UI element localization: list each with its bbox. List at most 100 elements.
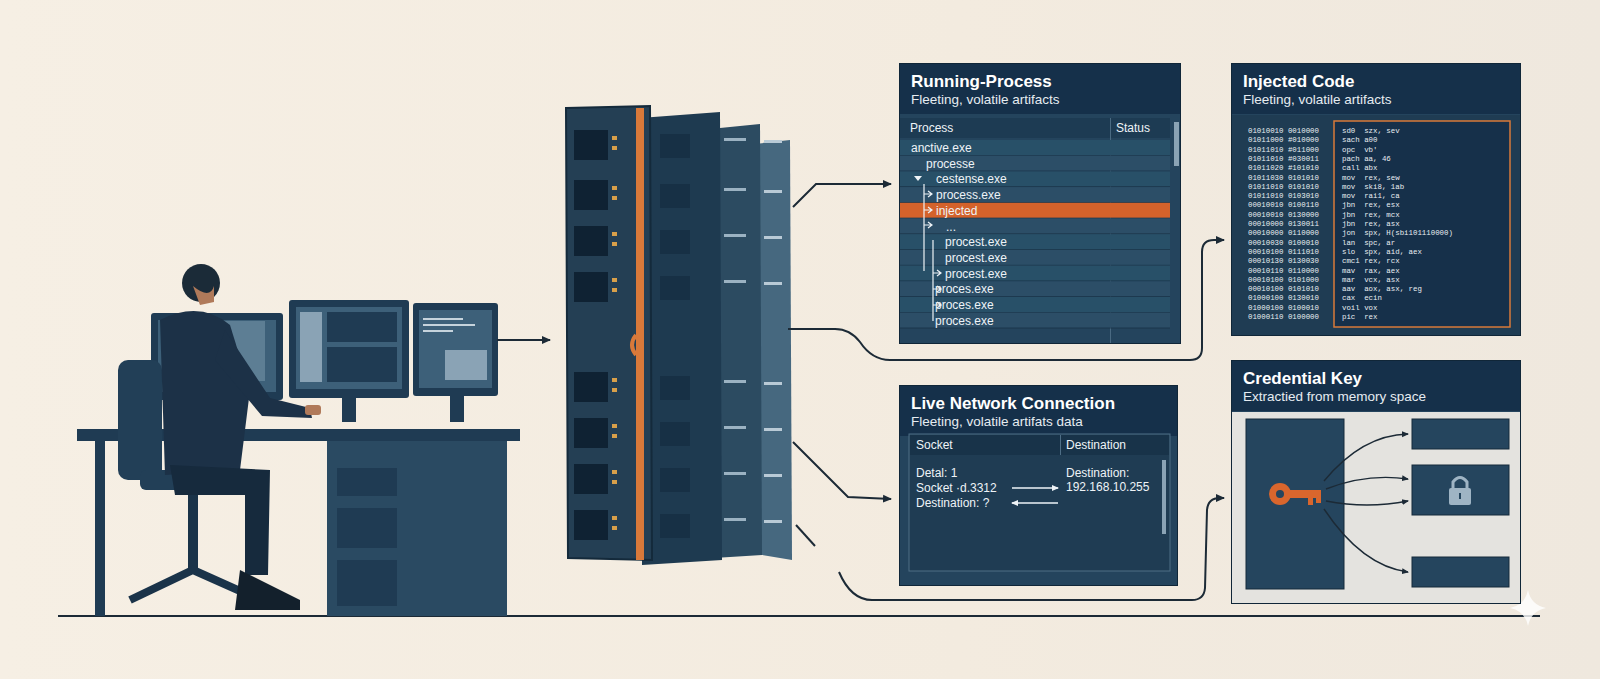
assembly-line: lan spc, ar xyxy=(1342,239,1395,248)
target-box xyxy=(1412,419,1509,449)
binary-line: 01011010 #030011 xyxy=(1248,155,1319,164)
panel-subtitle: Fleeting, volatile artifacts xyxy=(1243,92,1392,107)
assembly-line: slo spx, aid, aex xyxy=(1342,248,1422,257)
process-name: proces.exe xyxy=(935,298,994,312)
binary-line: 00010000 0110000 xyxy=(1248,229,1319,238)
trace xyxy=(764,190,782,193)
binary-line: 01011030 0101010 xyxy=(1248,174,1319,183)
binary-line: 01011010 0101010 xyxy=(1248,183,1319,192)
panel-subtitle: Extractied from memory space xyxy=(1243,389,1426,404)
trace xyxy=(724,280,746,283)
panel-subtitle: Fleeting, volatile artifats data xyxy=(911,414,1083,429)
trace xyxy=(724,234,746,237)
binary-line: 01011010 #011000 xyxy=(1248,146,1319,155)
process-name: process.exe xyxy=(936,188,1001,202)
panel-title: Running-Process xyxy=(911,72,1052,92)
column-header: Status xyxy=(1116,121,1150,135)
binary-line: 01000100 0100010 xyxy=(1248,304,1319,313)
column-header: Destination xyxy=(1066,438,1126,452)
memory-chip xyxy=(574,272,608,302)
binary-line: 00010100 0101000 xyxy=(1248,276,1319,285)
line xyxy=(932,240,933,321)
process-name: procest.exe xyxy=(945,235,1007,249)
process-name: ... xyxy=(946,220,956,234)
process-name: cestense.exe xyxy=(936,172,1007,186)
socket-detail: Detal: 1 xyxy=(916,466,957,480)
assembly-line: cmc1 rex, rcx xyxy=(1342,257,1400,266)
binary-line: 00010010 0130000 xyxy=(1248,211,1319,220)
contact xyxy=(612,424,617,428)
line xyxy=(933,270,941,276)
person-at-desk xyxy=(118,264,321,610)
artifact-panel: Injected CodeFleeting, volatile artifact… xyxy=(1231,63,1521,336)
binary-line: 01011000 #010000 xyxy=(1248,136,1319,145)
table-row xyxy=(900,156,1170,171)
contact xyxy=(612,470,617,474)
memory-chip xyxy=(660,134,690,158)
memory-chip xyxy=(574,180,608,210)
table-row xyxy=(900,281,1170,296)
panel-title: Live Network Connection xyxy=(911,394,1115,414)
assembly-line: pic rex xyxy=(1342,313,1377,322)
key-box xyxy=(1246,419,1344,589)
process-name: proces.exe xyxy=(935,282,994,296)
socket-detail: Socket ·d.3312 xyxy=(916,481,997,495)
target-box xyxy=(1412,465,1509,515)
binary-line: 01000100 0130010 xyxy=(1248,294,1319,303)
memory-chip xyxy=(660,468,690,492)
assembly-line: mar vcx, asx xyxy=(1342,276,1400,285)
trace xyxy=(764,428,782,431)
assembly-line: jbn rex, asx xyxy=(1342,220,1400,229)
table-header xyxy=(910,435,1169,455)
contact xyxy=(612,378,617,382)
assembly-line: jbn rex, mcx xyxy=(1342,211,1400,220)
memory-chip xyxy=(660,376,690,400)
trace xyxy=(724,380,746,383)
contact xyxy=(612,186,617,190)
key-icon xyxy=(1269,483,1321,505)
assembly-line: mov ski8, 1ab xyxy=(1342,183,1404,192)
memory-chip xyxy=(660,276,690,300)
line xyxy=(924,191,932,197)
line xyxy=(1324,434,1408,481)
table-row xyxy=(900,297,1170,312)
trace xyxy=(764,236,782,239)
assembly-line: call abx xyxy=(1342,164,1377,173)
line xyxy=(924,222,932,228)
table-row xyxy=(900,219,1170,234)
panel-body xyxy=(1232,115,1521,336)
assembly-line: voil vox xyxy=(1342,304,1377,313)
binary-line: 01010010 0010000 xyxy=(1248,127,1319,136)
table-header xyxy=(900,118,1170,138)
contact xyxy=(612,196,617,200)
line xyxy=(1326,477,1408,489)
assembly-line: mov rai1, ca xyxy=(1342,192,1400,201)
line xyxy=(1012,502,1058,503)
memory-chip xyxy=(660,184,690,208)
assembly-line: cax ecin xyxy=(1342,294,1382,303)
lock-icon xyxy=(1449,478,1471,506)
binary-line: 00010100 0111010 xyxy=(1248,248,1319,257)
trace xyxy=(724,188,746,191)
scrollbar xyxy=(1174,122,1179,166)
binary-line: 00010130 0130030 xyxy=(1248,257,1319,266)
binary-line: 01000110 0100000 xyxy=(1248,313,1319,322)
memory-chip xyxy=(660,422,690,446)
memory-chip xyxy=(574,372,608,402)
line xyxy=(924,207,932,213)
table-row xyxy=(900,313,1170,328)
trace xyxy=(724,472,746,475)
binary-line: 00010010 0100110 xyxy=(1248,201,1319,210)
assembly-line: sach a00 xyxy=(1342,136,1377,145)
contact xyxy=(612,526,617,530)
assembly-line: mov rex, sew xyxy=(1342,174,1400,183)
panel-subtitle: Fleeting, volatile artifacts xyxy=(911,92,1060,107)
table-row xyxy=(900,140,1170,155)
contact xyxy=(612,288,617,292)
line xyxy=(923,184,924,271)
memory-chip xyxy=(574,510,608,540)
socket-table xyxy=(909,434,1170,571)
target-box xyxy=(1412,557,1509,587)
process-name: proces.exe xyxy=(935,314,994,328)
